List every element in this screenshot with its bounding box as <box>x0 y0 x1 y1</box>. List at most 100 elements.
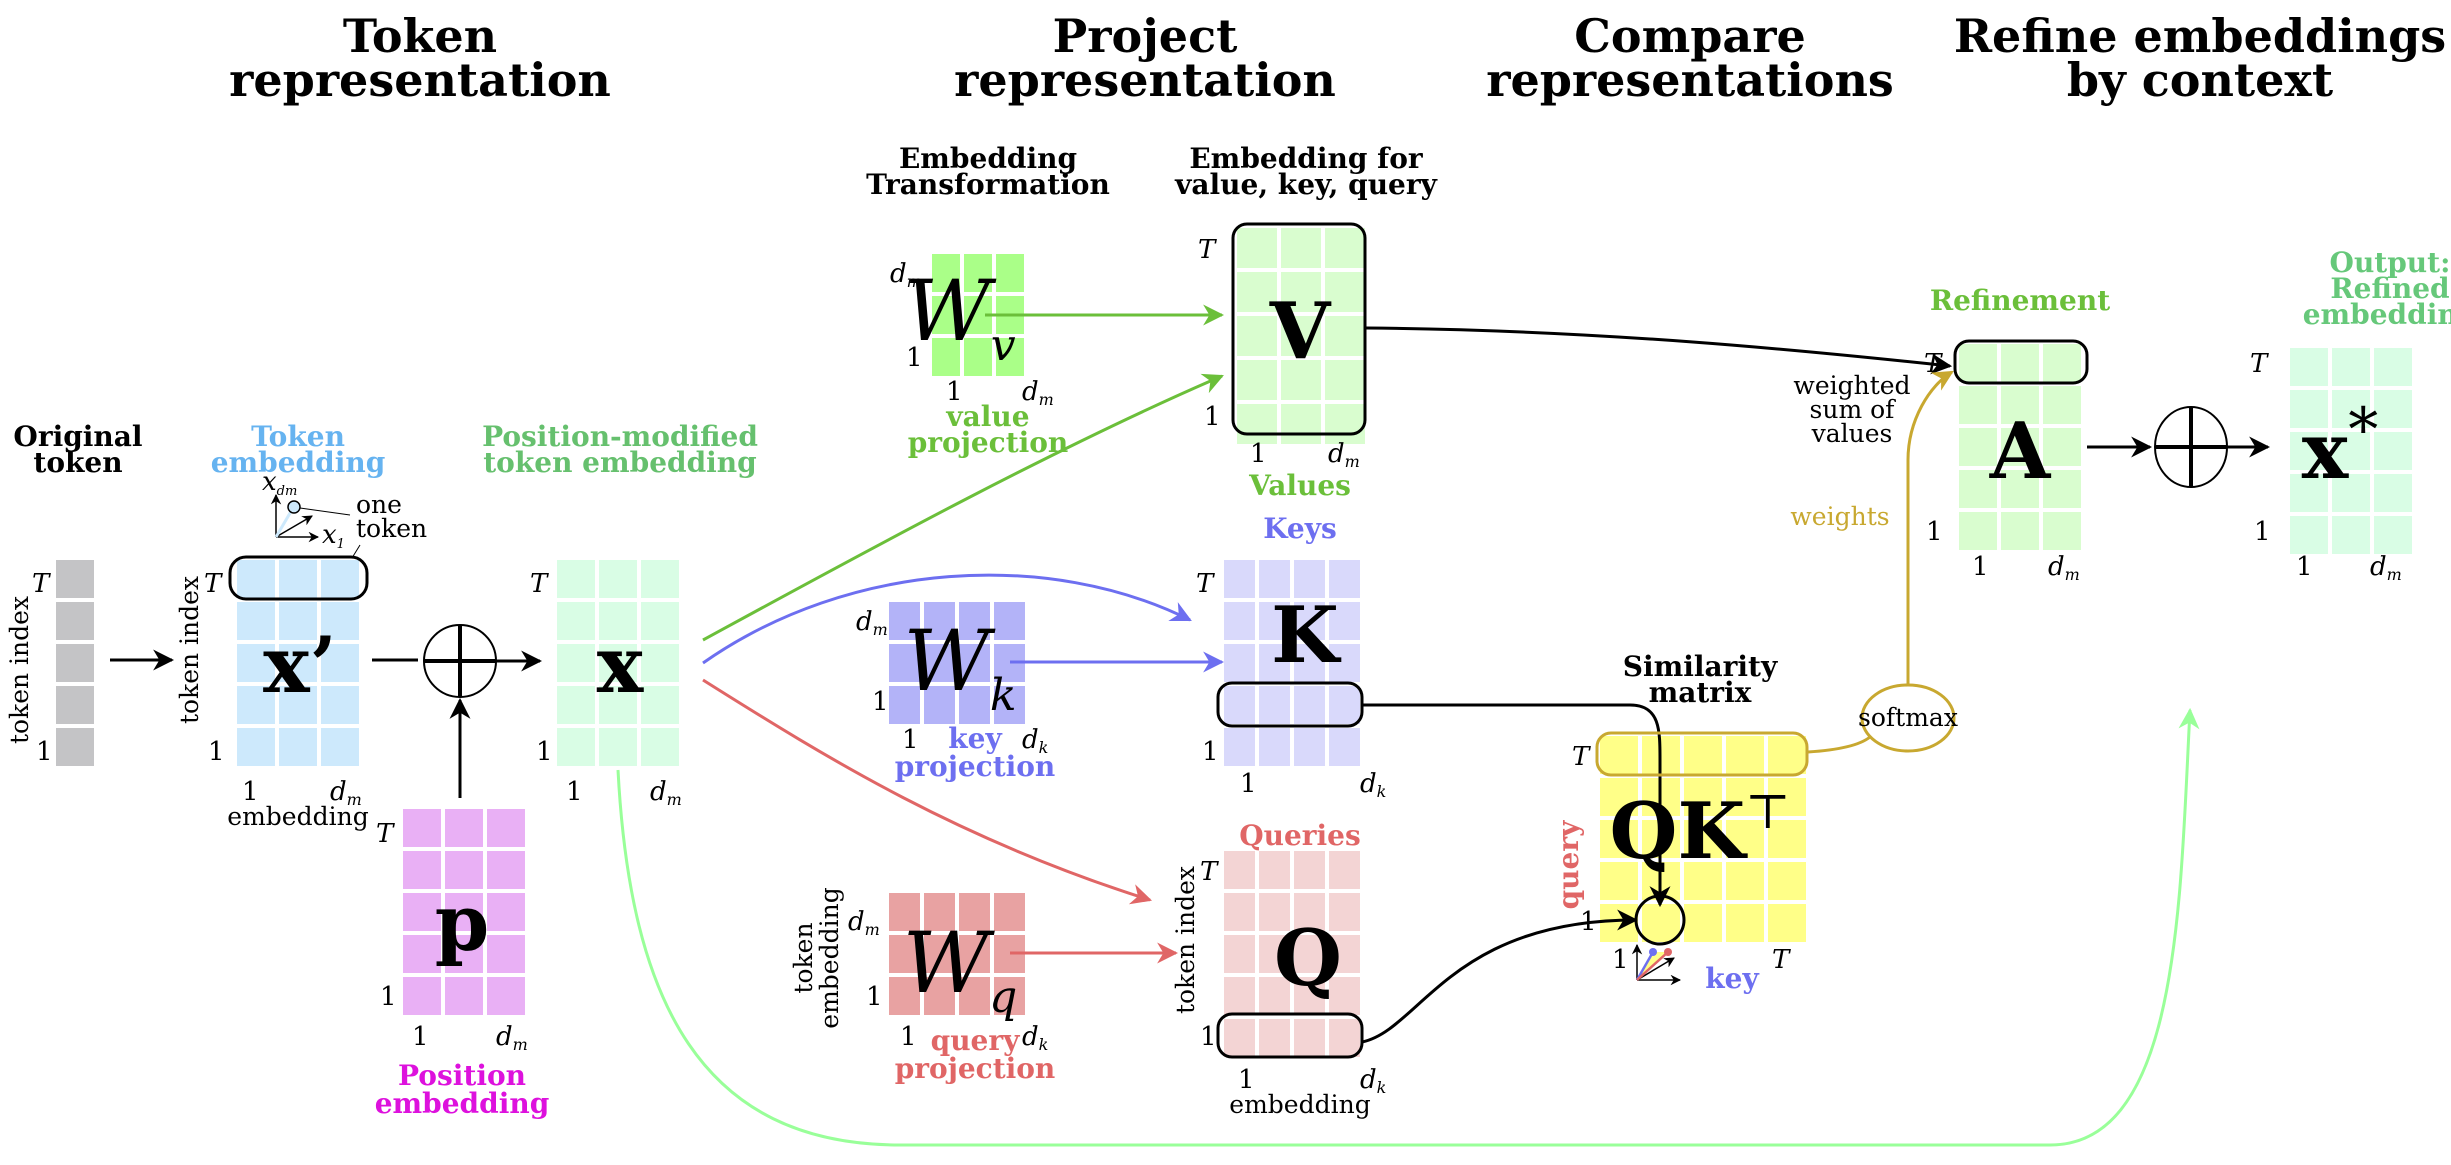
output-block: Output: Refined embedding T 1 1 dm x* <box>2250 246 2451 584</box>
wq-col-start: 1 <box>900 1022 917 1052</box>
refinement-bottom-label: 1 <box>1926 517 1943 547</box>
matrix-cell <box>1294 644 1325 682</box>
matrix-cell <box>1237 272 1277 312</box>
matrix-cell <box>1959 386 1997 424</box>
matrix-cell <box>1294 977 1325 1015</box>
matrix-cell <box>1259 1019 1290 1057</box>
matrix-cell <box>1329 644 1360 682</box>
similarity-left-one: 1 <box>1580 907 1597 937</box>
matrix-cell <box>557 560 595 598</box>
wq-col-end: dk <box>1022 1022 1048 1054</box>
position-embedding-title-1: Position <box>398 1059 526 1092</box>
original-token-axis-label: token index <box>5 596 34 744</box>
keys-block: Keys T 1 1 dk K <box>1196 512 1386 801</box>
matrix-cell <box>641 602 679 640</box>
matrix-cell <box>2001 428 2039 466</box>
matrix-cell <box>1684 862 1722 900</box>
wq-row-top: dm <box>848 907 880 939</box>
wq-row-bottom: 1 <box>866 982 883 1012</box>
position-embedding-block: T 1 1 dm Position embedding p <box>375 819 550 1120</box>
position-embedding-col-end: dm <box>496 1022 528 1054</box>
arrow-key-row-to-similarity <box>1362 703 1671 908</box>
x-matrix-title-2: token embedding <box>483 446 757 479</box>
matrix-cell <box>1224 728 1255 766</box>
matrix-cell <box>321 728 359 766</box>
output-title-3: embedding <box>2303 298 2451 331</box>
matrix-cell <box>445 935 483 973</box>
matrix-cell <box>1959 470 1997 508</box>
matrix-cell <box>2290 474 2328 512</box>
x-matrix-col-end: dm <box>650 777 682 809</box>
matrix-cell <box>2332 348 2370 386</box>
queries-symbol: Q <box>1274 913 1342 1004</box>
matrix-cell <box>959 893 990 931</box>
matrix-cell <box>996 254 1024 292</box>
matrix-cell <box>321 644 359 682</box>
matrix-cell <box>557 728 595 766</box>
matrix-cell <box>1294 560 1325 598</box>
matrix-cell <box>1726 736 1764 774</box>
matrix-cell <box>924 893 955 931</box>
values-block: T 1 1 dm Values V <box>1198 222 1367 502</box>
arrow-softmax-to-refinement <box>1906 370 1954 685</box>
similarity-block: Similarity matrix T query 1 1 T key QK⊤ <box>1552 650 1809 995</box>
similarity-title-2: matrix <box>1649 676 1752 709</box>
matrix-cell <box>1224 935 1255 973</box>
matrix-cell <box>2290 432 2328 470</box>
section-title-project-line2: representation <box>954 53 1336 107</box>
values-top-label: T <box>1198 235 1217 265</box>
keys-col-end: dk <box>1360 769 1386 801</box>
matrix-cell <box>641 728 679 766</box>
matrix-cell <box>445 893 483 931</box>
keys-top-label: T <box>1196 569 1215 599</box>
token-embedding-axis-label: token index <box>175 576 204 724</box>
token-embedding-title-1: Token <box>251 420 345 453</box>
refinement-col-end: dm <box>2048 552 2080 584</box>
values-col-start: 1 <box>1250 439 1267 469</box>
output-title-1: Output: <box>2330 246 2451 279</box>
matrix-cell <box>487 851 525 889</box>
matrix-cell <box>1325 228 1365 268</box>
matrix-cell <box>2043 512 2081 550</box>
matrix-cell <box>1768 904 1806 942</box>
add-operator-icon <box>423 624 497 698</box>
section-title-refine-line1: Refine embeddings <box>1954 9 2446 63</box>
matrix-cell <box>1224 560 1255 598</box>
wv-row-bottom: 1 <box>906 343 923 373</box>
x-matrix-block: Position-modified token embedding T 1 1 … <box>482 420 758 809</box>
dot-product-vectors-icon <box>1631 943 1682 986</box>
wq-symbol: Wq <box>903 914 1018 1023</box>
matrix-cell <box>1600 862 1638 900</box>
wv-col-start: 1 <box>946 377 963 407</box>
matrix-cell <box>56 728 94 766</box>
matrix-cell <box>1259 728 1290 766</box>
matrix-cell <box>2043 344 2081 382</box>
matrix-cell <box>2332 390 2370 428</box>
matrix-cell <box>889 602 920 640</box>
matrix-cell <box>1325 360 1365 400</box>
token-embedding-col-end: dm <box>330 777 362 809</box>
matrix-cell <box>1600 778 1638 816</box>
matrix-cell <box>996 338 1024 376</box>
queries-label: Queries <box>1239 819 1361 852</box>
keys-col-start: 1 <box>1240 769 1257 799</box>
transform-header-2: Transformation <box>866 168 1110 201</box>
transform-header-1: Embedding <box>899 142 1077 175</box>
position-embedding-symbol: p <box>435 878 490 969</box>
values-bottom-label: 1 <box>1204 402 1221 432</box>
matrix-cell <box>403 935 441 973</box>
arrow-values-to-refinement <box>1365 326 1953 375</box>
wq-side-label-1: token <box>789 922 818 993</box>
matrix-cell <box>599 560 637 598</box>
x-matrix-title-1: Position-modified <box>482 420 758 453</box>
section-title-token-line2: representation <box>229 53 611 107</box>
matrix-cell <box>279 728 317 766</box>
wv-symbol: Wv <box>904 262 1015 371</box>
matrix-cell <box>1959 512 1997 550</box>
matrix-cell <box>279 602 317 640</box>
similarity-title-1: Similarity <box>1623 650 1778 683</box>
matrix-cell <box>1726 778 1764 816</box>
matrix-cell <box>2374 432 2412 470</box>
matrix-cell <box>889 893 920 931</box>
